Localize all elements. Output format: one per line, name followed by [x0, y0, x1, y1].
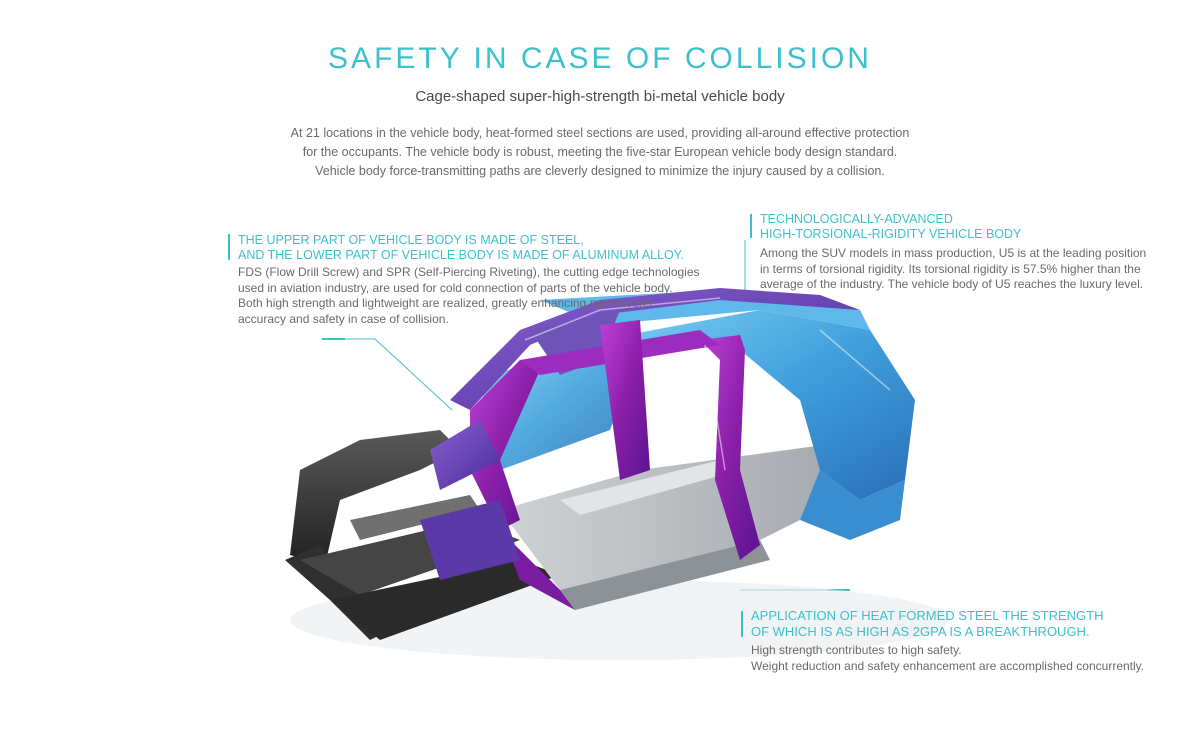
- intro-paragraph: At 21 locations in the vehicle body, hea…: [280, 124, 920, 181]
- callout-body-line: used in aviation industry, are used for …: [238, 280, 673, 295]
- callout-body: Among the SUV models in mass production,…: [760, 246, 1180, 293]
- callout-body-line: High strength contributes to high safety…: [751, 643, 962, 657]
- intro-line: At 21 locations in the vehicle body, hea…: [290, 126, 910, 140]
- page-subtitle: Cage-shaped super-high-strength bi-metal…: [415, 88, 785, 105]
- callout-heading: APPLICATION OF HEAT FORMED STEEL THE STR…: [751, 608, 1104, 623]
- callout-heading: THE UPPER PART OF VEHICLE BODY IS MADE O…: [238, 233, 584, 247]
- callout-accent-bar: [228, 234, 230, 260]
- callout-body: High strength contributes to high safety…: [751, 643, 1191, 674]
- callout-steel-aluminum: THE UPPER PART OF VEHICLE BODY IS MADE O…: [228, 233, 728, 327]
- callout-body-line: average of the industry. The vehicle bod…: [760, 277, 1144, 291]
- callout-body-line: FDS (Flow Drill Screw) and SPR (Self-Pie…: [238, 265, 700, 279]
- floor-pan: [500, 440, 900, 610]
- callout-body-line: in terms of torsional rigidity. Its tors…: [760, 261, 1141, 276]
- intro-line: Vehicle body force-transmitting paths ar…: [315, 164, 885, 178]
- callout-heading: HIGH-TORSIONAL-RIGIDITY VEHICLE BODY: [760, 227, 1022, 241]
- callout-body-line: accuracy and safety in case of collision…: [238, 311, 449, 326]
- intro-line: for the occupants. The vehicle body is r…: [302, 145, 898, 159]
- callout-heading: OF WHICH IS AS HIGH AS 2GPA IS A BREAKTH…: [751, 624, 1090, 639]
- callout-body-line: Weight reduction and safety enhancement …: [751, 658, 1145, 673]
- hot-formed-steel-pillars: [420, 320, 760, 610]
- callout-torsional-rigidity: TECHNOLOGICALLY-ADVANCED HIGH-TORSIONAL-…: [750, 212, 1180, 293]
- callout-heading: AND THE LOWER PART OF VEHICLE BODY IS MA…: [238, 248, 684, 262]
- callout-heading: TECHNOLOGICALLY-ADVANCED: [760, 212, 953, 226]
- callout-accent-bar: [741, 611, 743, 637]
- body-highlights: [524, 297, 891, 471]
- callout-body-line: Both high strength and lightweight are r…: [238, 296, 654, 310]
- callout-heat-formed-steel: APPLICATION OF HEAT FORMED STEEL THE STR…: [741, 608, 1191, 674]
- callout-body-line: Among the SUV models in mass production,…: [760, 246, 1147, 260]
- callout-body: FDS (Flow Drill Screw) and SPR (Self-Pie…: [238, 265, 728, 327]
- callout-accent-bar: [750, 214, 752, 238]
- page-title: SAFETY IN CASE OF COLLISION: [328, 42, 872, 75]
